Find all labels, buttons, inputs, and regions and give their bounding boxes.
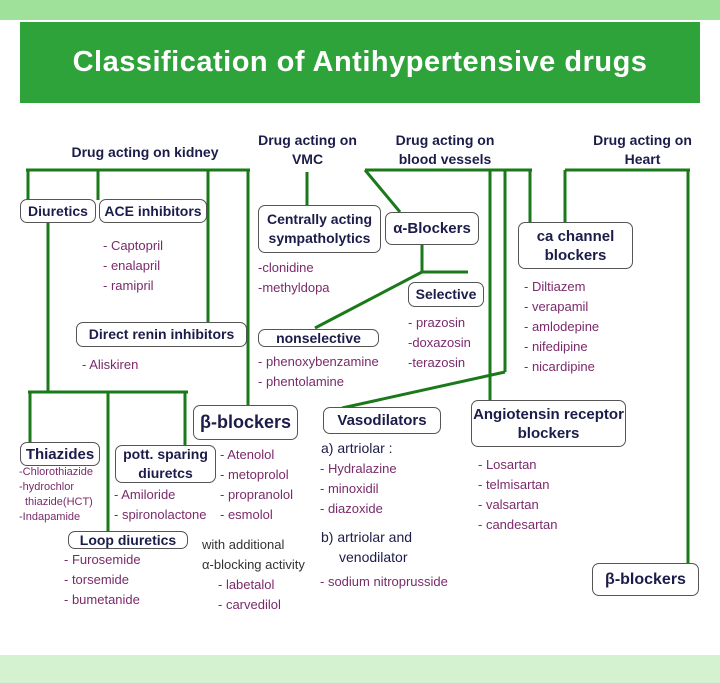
drug-item: - minoxidil [320, 481, 379, 496]
drug-item: -terazosin [408, 355, 466, 370]
header-kidney: Drug acting on kidney [71, 144, 219, 160]
drug-item: - ramipril [103, 278, 154, 293]
beta-alpha-note: with additional α-blocking activity [202, 535, 305, 575]
drug-item: - Amiloride [114, 487, 176, 502]
box-beta-blockers-heart: β-blockers [592, 563, 699, 596]
drug-item: - nicardipine [524, 359, 595, 374]
box-loop-diuretics: Loop diuretics [68, 531, 188, 549]
drug-item: - Diltiazem [524, 279, 586, 294]
box-beta-blockers: β-blockers [193, 405, 298, 440]
box-alpha-blockers: α-Blockers [385, 212, 479, 245]
box-angiotensin-receptor-blockers: Angiotensin receptor blockers [471, 400, 626, 447]
header-vessels: Drug acting on blood vessels [395, 132, 495, 167]
drug-item: - carvedilol [218, 597, 281, 612]
drug-item: - nifedipine [524, 339, 588, 354]
box-diuretics: Diuretics [20, 199, 96, 223]
beta-drug-list: - Atenolol - metoprolol - propranolol - esm… [220, 445, 293, 525]
drug-item: - Hydralazine [320, 461, 397, 476]
drug-item: -doxazosin [408, 335, 471, 350]
beta-alpha-drug-list: - labetalol - carvedilol [218, 575, 281, 615]
drug-item: -Indapamide [19, 511, 81, 523]
note-line: with additional [202, 537, 285, 552]
drug-item: - sodium nitroprusside [320, 574, 448, 589]
ace-drug-list: - Captopril - enalapril - ramipril [103, 236, 163, 296]
drug-item: - Atenolol [220, 447, 275, 462]
nonselective-drug-list: - phenoxybenzamine - phentolamine [258, 352, 379, 392]
top-strip [0, 0, 720, 20]
box-selective: Selective [408, 282, 484, 307]
drug-item: - metoprolol [220, 467, 289, 482]
note-line: venodilator [339, 549, 408, 565]
central-drug-list: -clonidine -methyldopa [258, 258, 330, 298]
box-centrally-acting: Centrally acting sympatholytics [258, 205, 381, 253]
drug-item: -hydrochlor [19, 481, 75, 493]
drug-item: - phentolamine [258, 374, 344, 389]
box-ace-inhibitors: ACE inhibitors [99, 199, 207, 223]
box-pott-sparing: pott. sparing diuretcs [115, 445, 216, 483]
bottom-strip [0, 655, 720, 683]
selective-drug-list: - prazosin -doxazosin -terazosin [408, 313, 471, 373]
drug-item: - Aliskiren [82, 357, 139, 372]
drug-item: -clonidine [258, 260, 314, 275]
box-nonselective: nonselective [258, 329, 379, 347]
loop-drug-list: - Furosemide - torsemide - bumetanide [64, 550, 141, 610]
drug-item: - Losartan [478, 457, 537, 472]
box-direct-renin: Direct renin inhibitors [76, 322, 247, 347]
drug-item: -methyldopa [258, 280, 330, 295]
note-line: b) artriolar and [321, 529, 413, 545]
line-alpha [363, 169, 402, 213]
vasodilator-arteriolar-label: a) artriolar : [321, 440, 393, 456]
line-vaso-d [341, 370, 506, 410]
drug-item: - diazoxide [320, 501, 383, 516]
vaso-b-drug-list: - sodium nitroprusside [320, 572, 448, 592]
drug-item: - esmolol [220, 507, 273, 522]
drug-item: - telmisartan [478, 477, 550, 492]
thiazides-drug-list: -Chlorothiazide -hydrochlor thiazide(HCT) -… [19, 465, 93, 525]
vaso-a-drug-list: - Hydralazine - minoxidil - diazoxide [320, 459, 397, 519]
drug-item: - torsemide [64, 572, 130, 587]
box-vasodilators: Vasodilators [323, 407, 441, 434]
header-vmc: Drug acting on VMC [258, 132, 357, 167]
drug-item: - valsartan [478, 497, 539, 512]
drug-item: - candesartan [478, 517, 558, 532]
drug-item: -Chlorothiazide [19, 466, 93, 478]
page-title: Classification of Antihypertensive drugs [20, 22, 700, 103]
line-nonselective [314, 270, 423, 330]
drug-item: - enalapril [103, 258, 161, 273]
vasodilator-mixed-label: b) artriolar and venodilator [321, 527, 412, 567]
drug-item: - prazosin [408, 315, 466, 330]
drug-item: - propranolol [220, 487, 293, 502]
drug-item: thiazide(HCT) [25, 496, 93, 508]
drug-item: - verapamil [524, 299, 589, 314]
drug-item: - labetalol [218, 577, 275, 592]
arb-drug-list: - Losartan - telmisartan - valsartan - cand… [478, 455, 558, 535]
drug-item: - spironolactone [114, 507, 207, 522]
pott-drug-list: - Amiloride - spironolactone [114, 485, 207, 525]
drug-item: - bumetanide [64, 592, 140, 607]
box-thiazides: Thiazides [20, 442, 100, 466]
box-ca-channel-blockers: ca channel blockers [518, 222, 633, 269]
header-heart: Drug acting on Heart [593, 132, 692, 167]
renin-drug-list: - Aliskiren [82, 355, 138, 375]
drug-item: - phenoxybenzamine [258, 354, 379, 369]
drug-item: - Furosemide [64, 552, 141, 567]
drug-item: - Captopril [103, 238, 163, 253]
ca-drug-list: - Diltiazem - verapamil - amlodepine - nife… [524, 277, 599, 377]
drug-item: - amlodepine [524, 319, 600, 334]
note-line: α-blocking activity [202, 557, 305, 572]
